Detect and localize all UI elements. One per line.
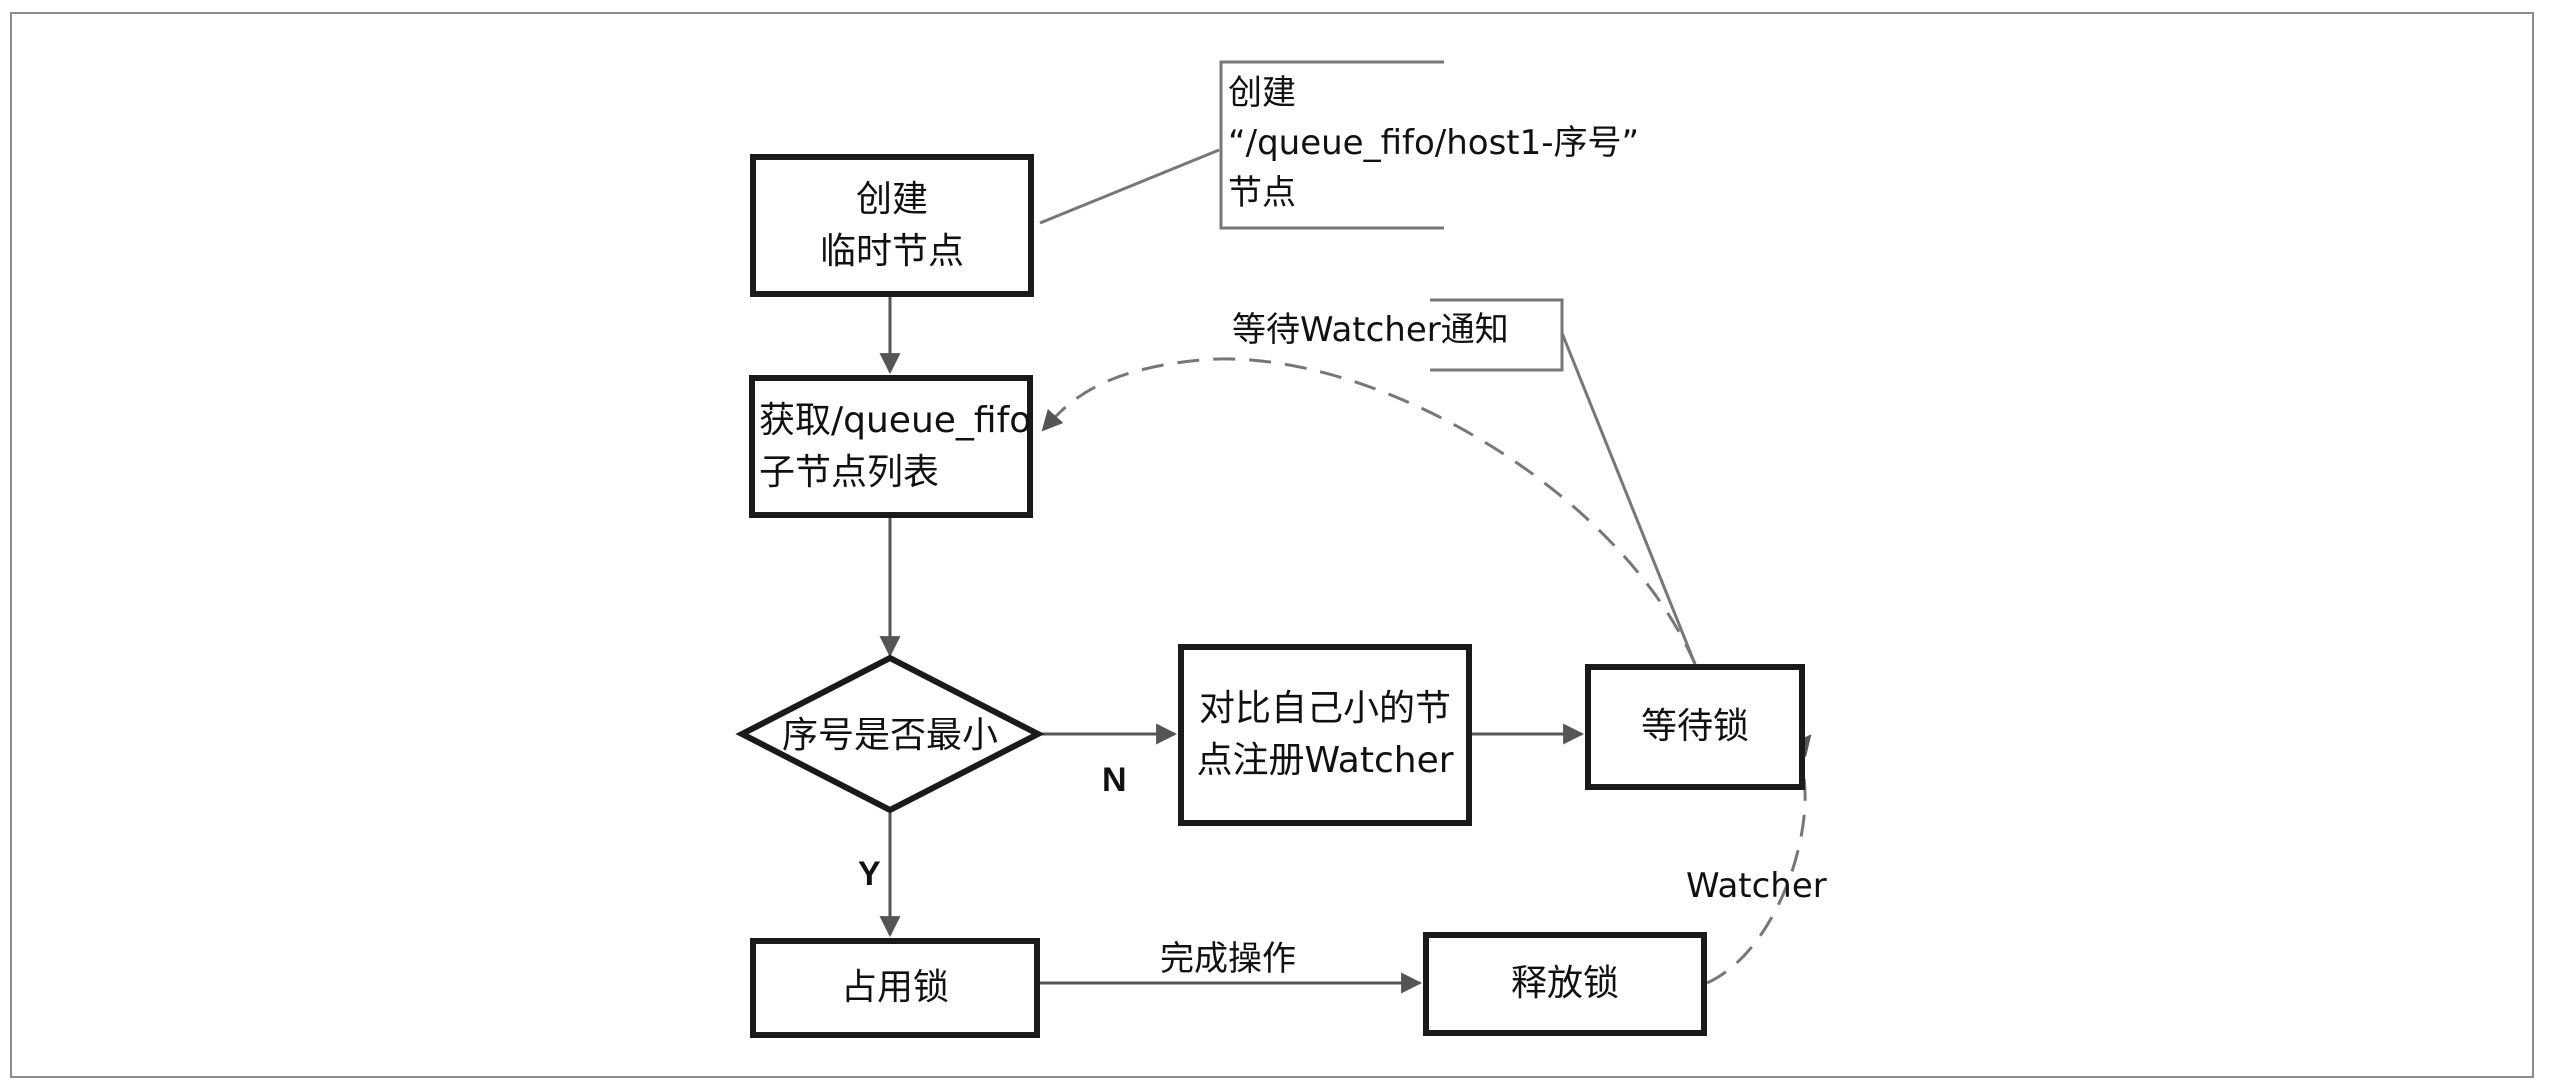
hold-lock-label: 占用锁 [840, 967, 949, 1008]
hold-lock-box: 占用锁 [750, 938, 1040, 1038]
get-children-box: 获取/queue_fifo 子节点列表 [749, 375, 1033, 518]
wait-lock-label: 等待锁 [1640, 706, 1749, 747]
register-watcher-line-2: 点注册Watcher [1196, 740, 1454, 781]
dashed-arrow-wait-to-list [1041, 357, 1697, 665]
decision-diamond [735, 654, 1045, 814]
create-temp-node-box: 创建 临时节点 [750, 154, 1034, 297]
wait-lock-box: 等待锁 [1585, 664, 1805, 790]
create-note-line-2: “/queue_fifo/host1-序号” [1228, 123, 1640, 163]
create-note-line-1: 创建 [1228, 73, 1296, 113]
watcher-notify-note: 等待Watcher通知 [1232, 310, 1509, 350]
release-lock-box: 释放锁 [1423, 932, 1707, 1036]
edge-label-yes: Y [858, 855, 881, 893]
create-node-note: 创建 “/queue_fifo/host1-序号” 节点 [1228, 68, 1639, 218]
outer-frame [10, 12, 2534, 1078]
create-note-line-3: 节点 [1228, 173, 1296, 213]
get-children-line-2: 子节点列表 [759, 451, 940, 493]
create-temp-node-line-1: 创建 [855, 178, 928, 220]
release-lock-label: 释放锁 [1510, 963, 1619, 1004]
dashed-arrow-watcher [1706, 734, 1812, 985]
register-watcher-line-1: 对比自己小的节 [1198, 688, 1451, 729]
edge-label-done: 完成操作 [1160, 939, 1296, 979]
callout-line-watcher [1560, 332, 1697, 665]
callout-line-create [1039, 148, 1220, 225]
get-children-line-1: 获取/queue_fifo [759, 399, 1032, 441]
edge-label-no: N [1102, 761, 1127, 799]
edge-label-watcher: Watcher [1686, 866, 1827, 906]
decision-label: 序号是否最小 [781, 715, 998, 756]
callout-bracket-create [1219, 60, 1444, 230]
create-temp-node-line-2: 临时节点 [819, 230, 964, 272]
register-watcher-box: 对比自己小的节 点注册Watcher [1178, 644, 1472, 826]
